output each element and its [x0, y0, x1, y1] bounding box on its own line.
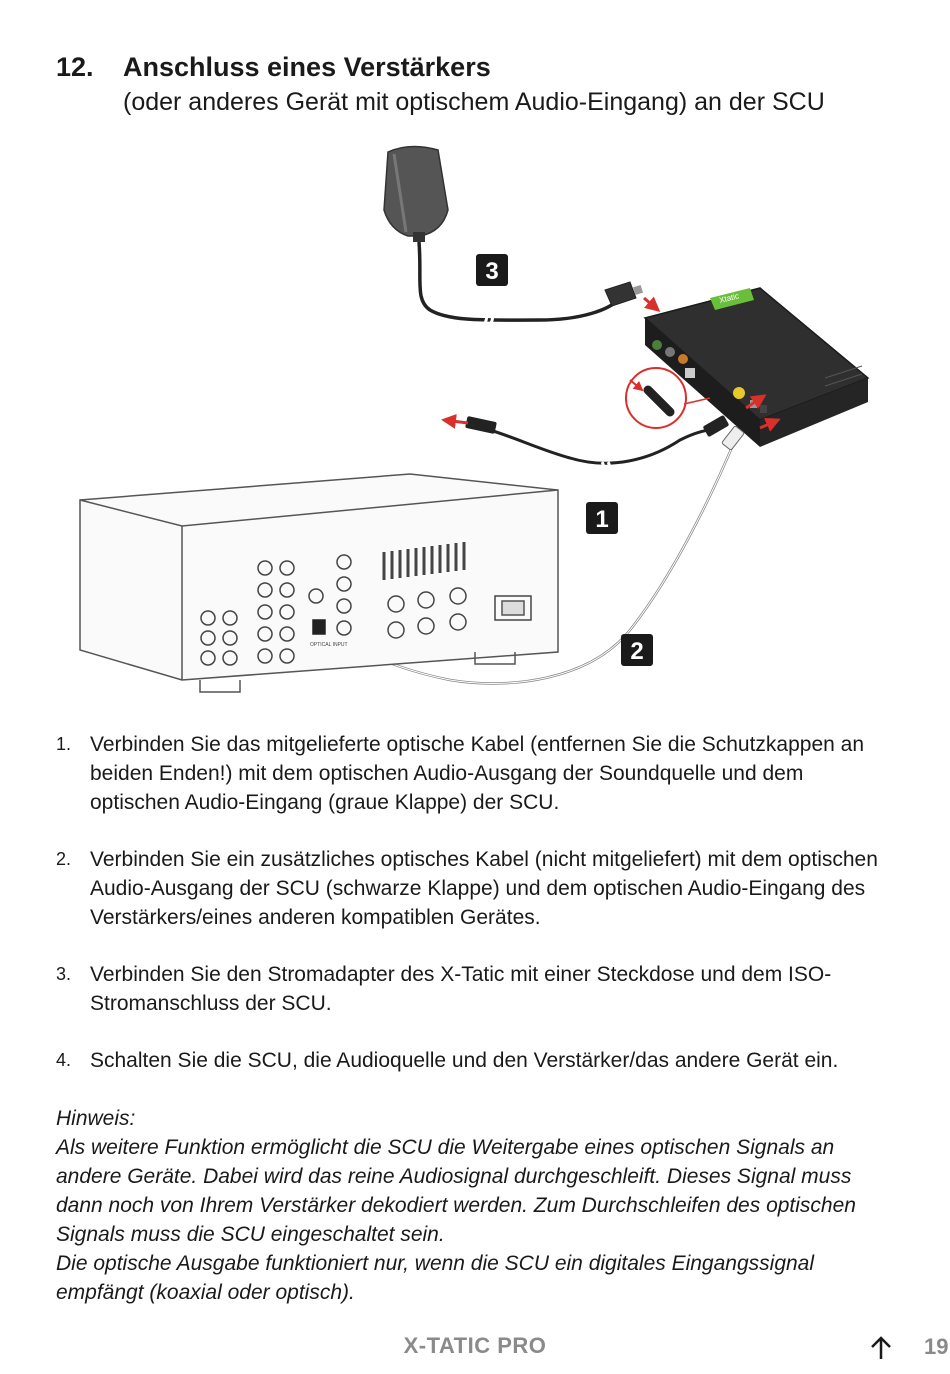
callout-2: 2	[621, 634, 653, 666]
list-item: 3. Verbinden Sie den Stromadapter des X-…	[56, 960, 886, 1018]
list-item: 4. Schalten Sie die SCU, die Audioquelle…	[56, 1046, 886, 1075]
svg-text:1: 1	[595, 506, 608, 533]
step-text: Verbinden Sie den Stromadapter des X-Tat…	[90, 963, 832, 1015]
note-paragraph: Als weitere Funktion ermöglicht die SCU …	[56, 1136, 856, 1246]
callout-1: 1	[586, 502, 618, 534]
step-number: 3.	[56, 964, 72, 984]
section-title: Anschluss eines Verstärkers	[123, 52, 491, 82]
optical-plug-icon	[465, 415, 729, 437]
list-item: 2. Verbinden Sie ein zusätzliches optisc…	[56, 845, 886, 932]
section-number: 12.	[56, 52, 94, 82]
note-box: Hinweis: Als weitere Funktion ermöglicht…	[56, 1104, 886, 1307]
list-item: 1. Verbinden Sie das mitgelieferte optis…	[56, 730, 886, 817]
step-number: 2.	[56, 849, 72, 869]
dc-plug-icon	[604, 281, 644, 307]
svg-text:2: 2	[630, 638, 643, 665]
optical-plug-detail	[625, 367, 711, 429]
step-text: Schalten Sie die SCU, die Audioquelle un…	[90, 1049, 839, 1072]
instruction-list: 1. Verbinden Sie das mitgelieferte optis…	[56, 730, 886, 1103]
step-text: Verbinden Sie ein zusätzliches optisches…	[90, 848, 878, 929]
svg-text:3: 3	[485, 258, 498, 285]
callout-3: 3	[476, 254, 508, 286]
amplifier-vents	[382, 542, 466, 580]
note-heading: Hinweis:	[56, 1107, 136, 1130]
arrow-up-icon[interactable]	[868, 1335, 894, 1361]
footer-brand: X-TATIC PRO	[403, 1333, 547, 1358]
connection-diagram: Xtatic	[70, 140, 880, 700]
section-subtitle: (oder anderes Gerät mit optischem Audio-…	[123, 88, 825, 116]
step-text: Verbinden Sie das mitgelieferte optische…	[90, 733, 865, 814]
page-number: 19	[924, 1334, 949, 1359]
optical-input-label: OPTICAL INPUT	[310, 642, 348, 648]
step-number: 1.	[56, 734, 72, 754]
scu-device-icon: Xtatic	[643, 287, 870, 447]
amplifier-icon	[79, 473, 559, 693]
power-adapter-icon	[383, 145, 449, 242]
step-number: 4.	[56, 1050, 72, 1070]
note-paragraph: Die optische Ausgabe funktioniert nur, w…	[56, 1252, 815, 1304]
